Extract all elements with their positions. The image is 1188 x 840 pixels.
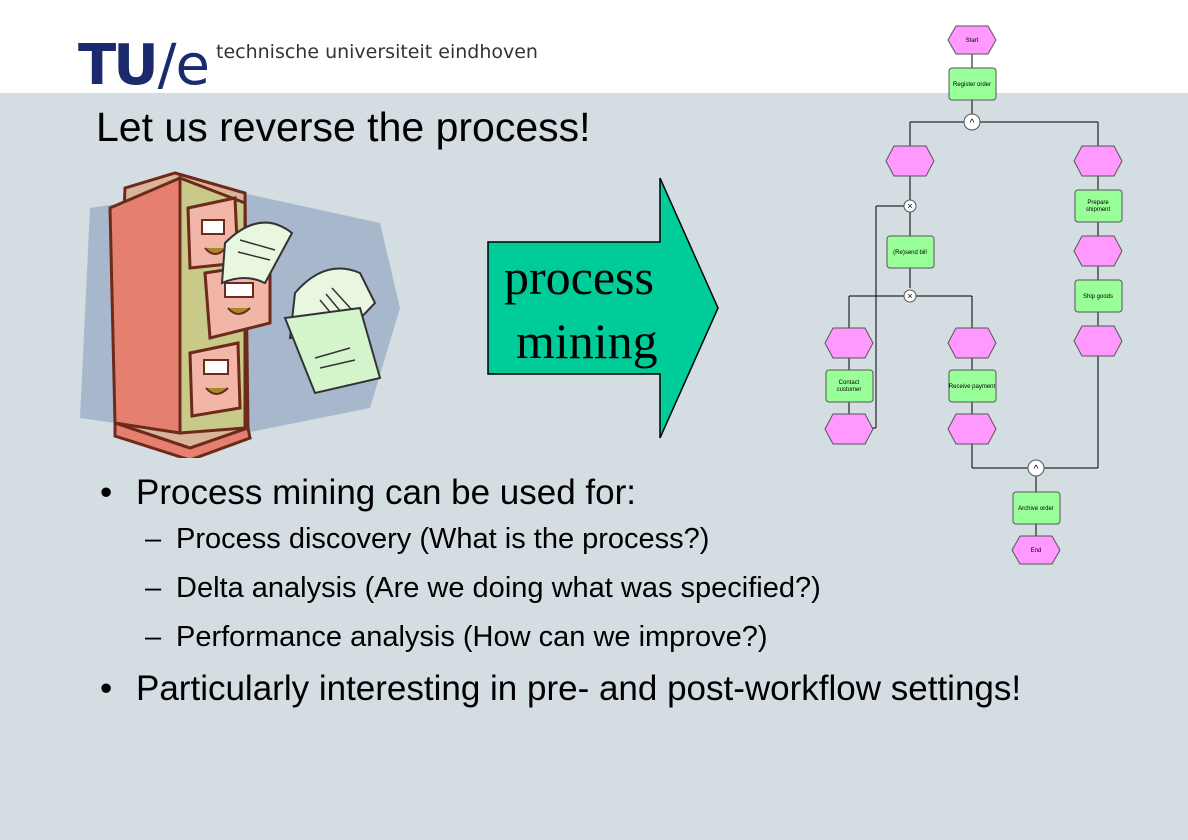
and-symbol: ^ bbox=[1034, 464, 1039, 475]
event-start bbox=[947, 25, 997, 55]
label-contact-2: customer bbox=[837, 387, 862, 393]
xor-connector bbox=[903, 289, 917, 303]
logo-tu: TU bbox=[78, 33, 159, 98]
sub-bullet-dash: – bbox=[145, 572, 162, 604]
sub-bullet-item: – Performance analysis (How can we impro… bbox=[100, 613, 1160, 662]
sub-bullet-dash: – bbox=[145, 523, 162, 555]
function-prepare-shipment bbox=[1074, 189, 1123, 223]
event bbox=[824, 327, 874, 359]
function-ship-goods bbox=[1074, 279, 1123, 313]
event bbox=[1073, 325, 1123, 357]
and-connector bbox=[963, 113, 981, 131]
event bbox=[824, 413, 874, 445]
slide-title: Let us reverse the process! bbox=[96, 104, 591, 150]
xor-connector bbox=[903, 199, 917, 213]
sub-bullet-item: – Process discovery (What is the process… bbox=[100, 515, 1160, 564]
label-register-order: Register order bbox=[953, 82, 991, 88]
tue-logo: TU/e bbox=[78, 38, 210, 94]
process-mining-arrow bbox=[487, 177, 719, 439]
event bbox=[947, 327, 997, 359]
arrow-label-mining: mining bbox=[516, 313, 658, 369]
logo-slash: / bbox=[157, 33, 177, 98]
bullet-item: • Process mining can be used for: bbox=[100, 470, 1160, 515]
bullet-text: Process mining can be used for: bbox=[136, 473, 636, 512]
filing-cabinet-illustration bbox=[80, 171, 400, 458]
function-receive-payment bbox=[948, 369, 997, 403]
function-contact-customer bbox=[825, 369, 874, 403]
bullet-list: • Process mining can be used for: – Proc… bbox=[100, 470, 1160, 711]
bullet-text: Particularly interesting in pre- and pos… bbox=[136, 669, 1022, 708]
epc-process-diagram: Start Register order ^ × (Re)send bill ×… bbox=[824, 25, 1123, 565]
xor-symbol: × bbox=[907, 291, 912, 301]
sub-bullet-text: Delta analysis (Are we doing what was sp… bbox=[176, 572, 821, 604]
sub-bullet-dash: – bbox=[145, 621, 162, 653]
sub-bullet-item: – Delta analysis (Are we doing what was … bbox=[100, 564, 1160, 613]
label-end: End bbox=[1031, 548, 1042, 554]
logo-e: e bbox=[175, 33, 210, 98]
event-end bbox=[1011, 535, 1061, 565]
xor-symbol: × bbox=[907, 201, 912, 211]
event bbox=[1073, 145, 1123, 177]
event bbox=[947, 413, 997, 445]
label-resend-bill: (Re)send bill bbox=[893, 250, 927, 256]
and-connector bbox=[1027, 459, 1045, 477]
bullet-dot: • bbox=[100, 669, 113, 708]
bullet-item: • Particularly interesting in pre- and p… bbox=[100, 666, 1160, 711]
label-start: Start bbox=[966, 38, 979, 44]
sub-bullet-text: Process discovery (What is the process?) bbox=[176, 523, 710, 555]
sub-bullet-text: Performance analysis (How can we improve… bbox=[176, 621, 768, 653]
and-symbol: ^ bbox=[970, 118, 975, 129]
label-prepare-2: shipment bbox=[1086, 207, 1111, 213]
event bbox=[885, 145, 935, 177]
label-ship-goods: Ship goods bbox=[1083, 294, 1113, 300]
label-receive-payment: Receive payment bbox=[949, 384, 996, 390]
label-prepare-1: Prepare bbox=[1087, 200, 1109, 206]
bullet-dot: • bbox=[100, 473, 113, 512]
university-name: technische universiteit eindhoven bbox=[216, 41, 538, 63]
function-archive-order bbox=[1012, 491, 1061, 525]
function-resend-bill bbox=[886, 235, 935, 269]
label-contact-1: Contact bbox=[839, 380, 860, 386]
label-archive-order: Archive order bbox=[1018, 506, 1054, 512]
arrow-label-process: process bbox=[504, 249, 654, 305]
function-register-order bbox=[948, 67, 997, 101]
event bbox=[1073, 235, 1123, 267]
